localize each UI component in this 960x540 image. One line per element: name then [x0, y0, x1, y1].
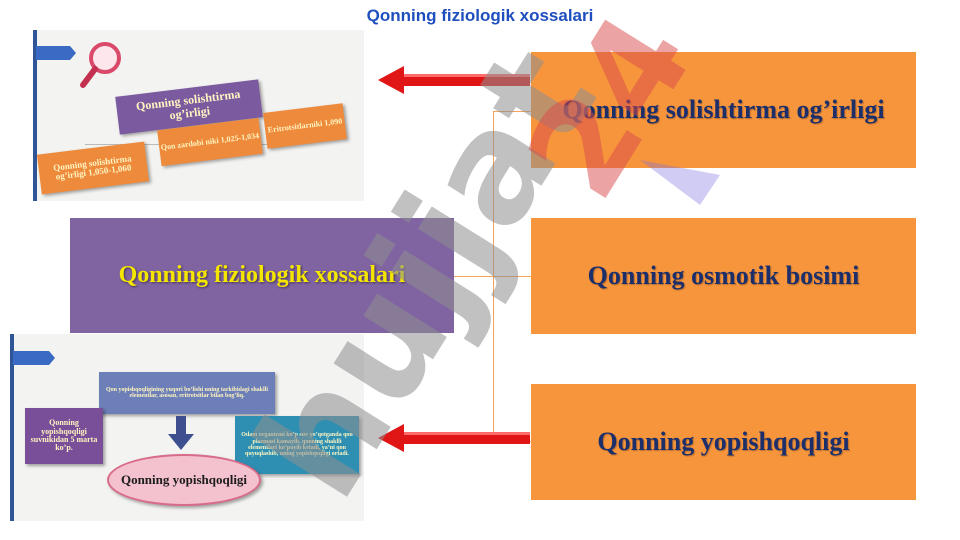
thumb-bottom-right-note: Odam organizmi ko’p suv yo’qotganda qon …	[235, 416, 359, 474]
thumb-bottom-left-note: Qonning yopishqoqligi suvnikidan 5 marta…	[25, 408, 103, 464]
center-box[interactable]: Qonning fiziologik xossalari	[70, 218, 454, 333]
thumbnail-top: Qonning solishtirma og’irligi Qonning so…	[35, 30, 364, 201]
flag-top-icon	[33, 30, 37, 201]
flag-bottom-icon	[10, 334, 14, 521]
thumb-bottom-down-arrow-icon	[168, 434, 194, 450]
box-osmotik-label: Qonning osmotik bosimi	[587, 261, 860, 290]
box-solishtirma-label: Qonning solishtirma og’irligi	[562, 95, 885, 124]
flag-bottom-tab-icon	[13, 351, 55, 365]
thumb-top-left: Qonning solishtirma og’irligi 1,050-1,06…	[36, 141, 150, 195]
box-osmotik[interactable]: Qonning osmotik bosimi	[531, 218, 916, 334]
arrow-left-bottom-icon	[378, 424, 530, 452]
slide-title: Qonning fiziologik xossalari	[366, 6, 594, 25]
thumb-top-right: Eritrotsitlarniki 1,090	[263, 103, 347, 149]
connector-middle	[454, 276, 531, 277]
magnifier-icon	[80, 42, 121, 88]
center-box-label: Qonning fiziologik xossalari	[118, 262, 406, 288]
box-yopishqoqlik-label: Qonning yopishqoqligi	[597, 427, 850, 456]
box-solishtirma[interactable]: Qonning solishtirma og’irligi	[531, 52, 916, 168]
box-yopishqoqlik[interactable]: Qonning yopishqoqligi	[531, 384, 916, 500]
arrow-left-top-icon	[378, 66, 530, 94]
flag-top-tab-icon	[36, 46, 76, 60]
thumb-bottom-top-note: Qon yopishqoqligining yuqori bo’lishi un…	[99, 372, 275, 414]
connector-top	[493, 111, 531, 112]
thumb-bottom-ellipse: Qonning yopishqoqligi	[107, 454, 261, 506]
thumbnail-bottom: Qon yopishqoqligining yuqori bo’lishi un…	[13, 334, 364, 521]
